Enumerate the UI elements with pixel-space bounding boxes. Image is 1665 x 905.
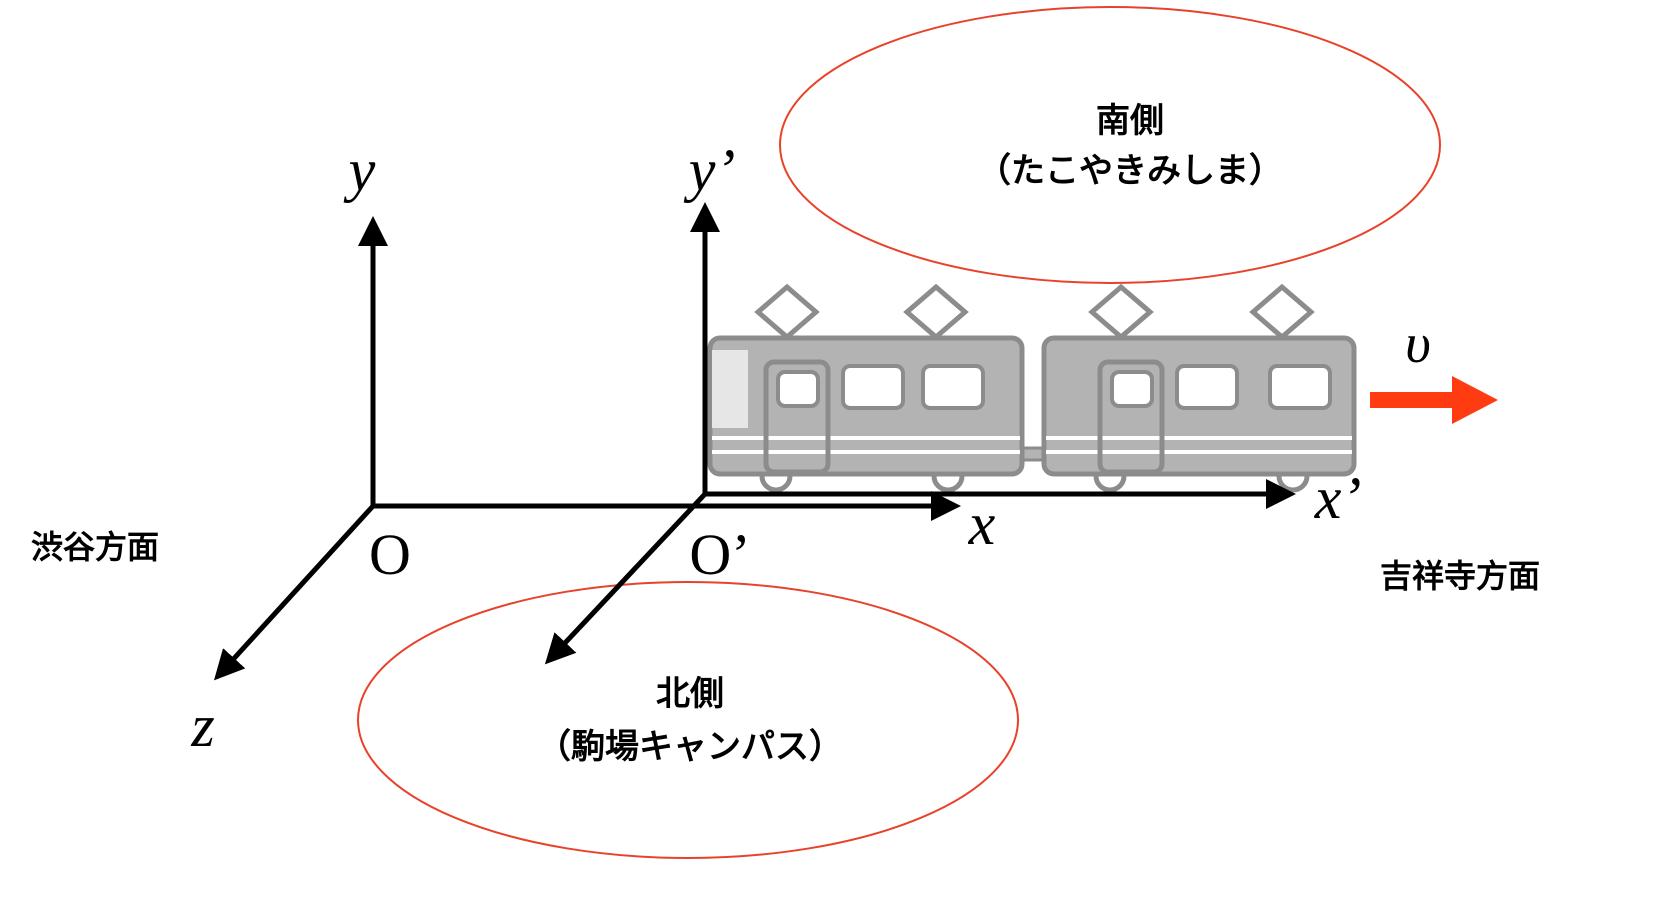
- direction-left: 渋谷方面: [31, 528, 159, 566]
- y-axis-label: y: [343, 137, 376, 203]
- south-region: 南側 （たこやきみしま）: [779, 6, 1441, 284]
- south-ellipse: [779, 6, 1441, 284]
- north-ellipse: [357, 581, 1019, 859]
- velocity-arrow: υ: [1370, 313, 1498, 424]
- z-axis-label: z: [190, 693, 214, 759]
- frame-o-prime-axes: [544, 202, 1296, 665]
- direction-right: 吉祥寺方面: [1380, 557, 1540, 595]
- south-title: 南側: [1096, 101, 1164, 141]
- frame-o-axes: [213, 216, 961, 681]
- train-icon: [707, 283, 1357, 493]
- x-prime-axis-label: x’: [1314, 465, 1362, 531]
- z-prime-axis: [544, 492, 707, 665]
- velocity-label: υ: [1405, 313, 1431, 375]
- south-subtitle: （たこやきみしま）: [977, 151, 1283, 191]
- y-prime-axis-label: y’: [683, 137, 736, 203]
- north-region: 北側 （駒場キャンパス）: [357, 581, 1019, 859]
- north-subtitle: （駒場キャンパス）: [537, 727, 843, 767]
- origin-o-label: O: [369, 522, 411, 587]
- x-axis-label: x: [968, 491, 996, 557]
- origin-o-prime-label: O’: [689, 522, 750, 587]
- z-axis: [213, 504, 375, 681]
- north-title: 北側: [656, 674, 724, 714]
